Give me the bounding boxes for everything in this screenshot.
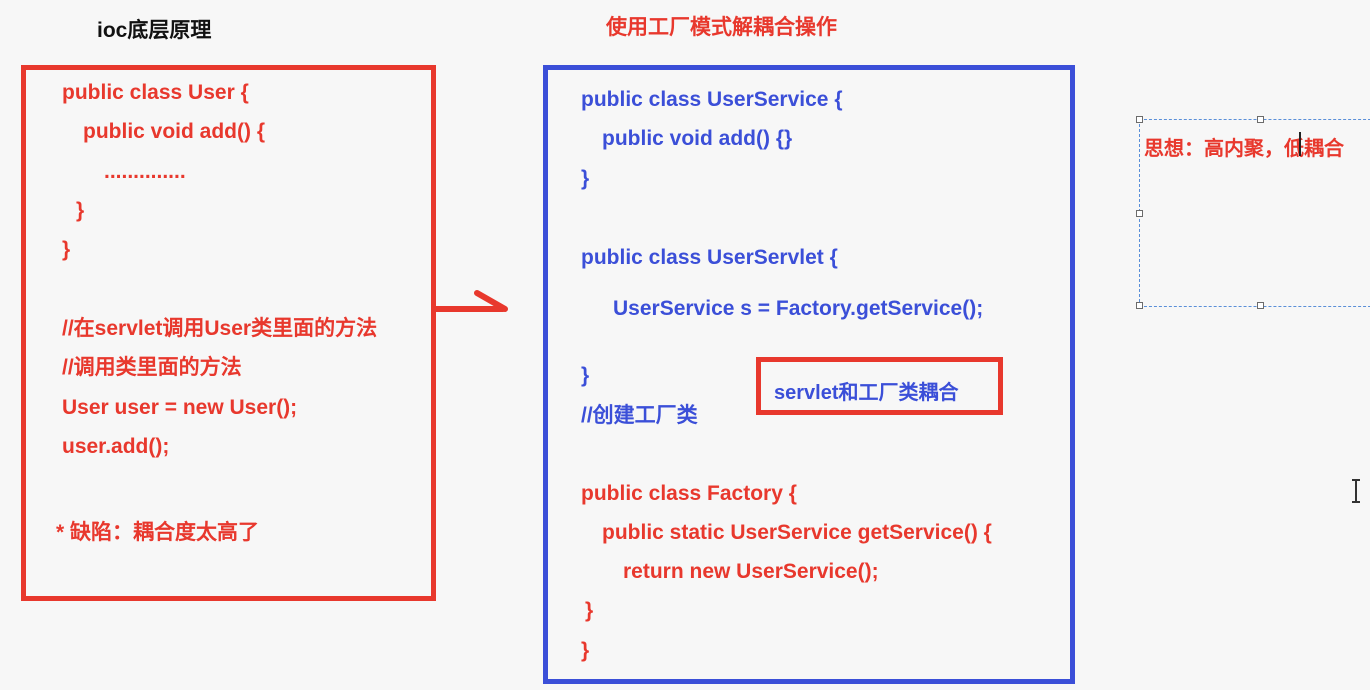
comment-line: //调用类里面的方法 — [62, 356, 242, 379]
code-line: public class User { — [62, 81, 249, 104]
idea-note-text[interactable]: 思想：高内聚，低耦合 — [1144, 138, 1344, 160]
resize-handle[interactable] — [1257, 302, 1264, 309]
left-heading: ioc底层原理 — [97, 19, 212, 42]
resize-handle[interactable] — [1136, 116, 1143, 123]
code-line: public class UserServlet { — [581, 246, 838, 269]
resize-handle[interactable] — [1136, 302, 1143, 309]
left-code-box — [21, 65, 436, 601]
code-line: user.add(); — [62, 435, 170, 458]
code-line: UserService s = Factory.getService(); — [613, 297, 984, 320]
comment-line: //创建工厂类 — [581, 404, 698, 427]
text-caret — [1299, 132, 1301, 156]
code-line: public class UserService { — [581, 88, 843, 111]
right-arrow-icon — [431, 290, 508, 312]
code-line: User user = new User(); — [62, 396, 298, 419]
resize-handle[interactable] — [1136, 210, 1143, 217]
text-cursor-icon — [1352, 479, 1360, 503]
coupling-callout-text: servlet和工厂类耦合 — [774, 382, 959, 404]
code-line: public void add() { — [83, 120, 265, 143]
code-line: } — [581, 167, 590, 190]
code-line: } — [585, 599, 594, 622]
code-line: public static UserService getService() { — [602, 521, 992, 544]
comment-line: //在servlet调用User类里面的方法 — [62, 317, 378, 340]
resize-handle[interactable] — [1257, 116, 1264, 123]
code-line: } — [76, 199, 85, 222]
coupling-callout: servlet和工厂类耦合 — [756, 357, 1003, 415]
middle-code-box — [543, 65, 1075, 684]
code-line: } — [581, 639, 590, 662]
code-line: public class Factory { — [581, 482, 797, 505]
code-line: } — [62, 238, 71, 261]
defect-note: * 缺陷：耦合度太高了 — [56, 521, 260, 544]
middle-heading: 使用工厂模式解耦合操作 — [606, 16, 837, 39]
code-line: } — [581, 364, 590, 387]
code-line: public void add() {} — [602, 127, 793, 150]
code-line: return new UserService(); — [623, 560, 879, 583]
code-line: .............. — [104, 160, 186, 183]
